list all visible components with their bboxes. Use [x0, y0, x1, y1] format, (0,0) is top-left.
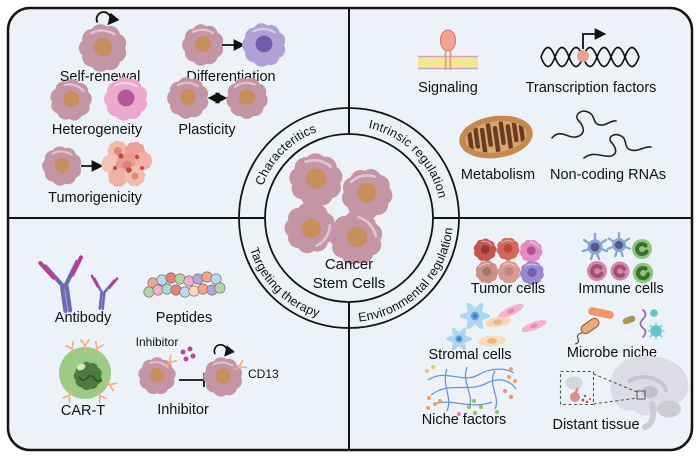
fibroblast-icon — [521, 320, 547, 332]
antibody-label: Antibody — [55, 310, 112, 326]
non-coding-rnas-icon — [551, 110, 652, 159]
center-title-line2: Stem Cells — [313, 275, 386, 292]
metabolism-icon — [459, 115, 533, 159]
dna-squiggle-icon — [78, 374, 103, 383]
factor-dots-icon — [425, 365, 517, 416]
transcription-factor-dot-icon — [577, 50, 589, 62]
outer-circle — [238, 107, 460, 329]
virus-icon — [646, 321, 666, 341]
transcription-start-arrow-icon — [582, 28, 607, 49]
center-title-line1: Cancer — [325, 256, 373, 273]
inhibitor-dots-icon — [180, 346, 196, 362]
heterogeneity-label: Heterogeneity — [52, 122, 143, 138]
fibroblast-icon — [498, 303, 524, 319]
zoom-callout-lines — [559, 370, 638, 406]
differentiation-icon — [182, 23, 285, 66]
stromal-cells-icon — [446, 302, 547, 351]
inhibitor-annotation: Inhibitor — [136, 335, 179, 349]
bacterium-rod-icon — [588, 307, 614, 319]
distant-tissue-label: Distant tissue — [552, 417, 639, 433]
immune-cells-label: Immune cells — [578, 281, 663, 297]
microbe-niche-label: Microbe niche — [567, 345, 657, 361]
dna-strand-icon — [540, 46, 640, 68]
plasticity-label: Plasticity — [178, 122, 236, 138]
rna-strand-icon — [583, 133, 652, 159]
metabolism-label: Metabolism — [461, 167, 535, 183]
spirochete-icon — [639, 309, 647, 338]
peptides-icon — [143, 271, 226, 298]
plasticity-icon — [167, 74, 270, 122]
quadrant-targeting-therapy: Antibody Peptides CAR-T — [40, 257, 279, 419]
niche-factors-label: Niche factors — [422, 412, 507, 428]
tumorigenicity-label: Tumorigenicity — [48, 190, 142, 206]
car-t-icon — [59, 339, 118, 404]
transcription-factors-label: Transcription factors — [526, 80, 657, 96]
microbe-niche-icon — [574, 307, 666, 345]
signaling-label: Signaling — [418, 80, 478, 96]
inhibitor-icon — [135, 345, 248, 398]
flagellum-icon — [574, 332, 583, 345]
bacterium-capsule-icon — [580, 317, 600, 335]
transcription-factors-icon — [540, 28, 640, 68]
quadrant-intrinsic-regulation: Signaling Transcription factors M — [418, 28, 666, 183]
quadrant-environmental-regulation: Tumor cells Immune cells — [422, 231, 689, 433]
pituitary-target-box — [636, 390, 646, 400]
receptor-icon — [439, 29, 457, 52]
tumor-cells-label: Tumor cells — [471, 281, 545, 297]
quadrant-characteristics: Self-renewal Differentiation Heterogenei… — [42, 12, 285, 206]
peptides-label: Peptides — [156, 310, 212, 326]
mesenchymal-cell-icon — [477, 335, 507, 347]
non-coding-rnas-label: Non-coding RNAs — [550, 167, 666, 183]
niche-factors-icon — [425, 365, 517, 416]
distant-tissue-icon — [559, 355, 689, 430]
tumor-cluster-icon — [96, 138, 156, 190]
mesenchymal-cell-icon — [485, 316, 511, 328]
microbe-dot-icon — [650, 309, 658, 317]
dna-strand-icon — [540, 46, 640, 68]
brainstem-icon — [642, 401, 657, 430]
signaling-icon — [418, 29, 478, 70]
bacterium-small-icon — [622, 315, 636, 325]
car-t-label: CAR-T — [61, 403, 105, 419]
stromal-cells-label: Stromal cells — [429, 347, 512, 363]
pituitary-inset-icon — [565, 376, 591, 404]
tumorigenicity-icon — [42, 138, 156, 190]
brain-icon — [610, 355, 689, 430]
inhibitor-label: Inhibitor — [157, 402, 209, 418]
rna-strand-icon — [551, 110, 617, 139]
cd13-label: CD13 — [248, 367, 279, 381]
cerebellum-icon — [657, 400, 681, 418]
